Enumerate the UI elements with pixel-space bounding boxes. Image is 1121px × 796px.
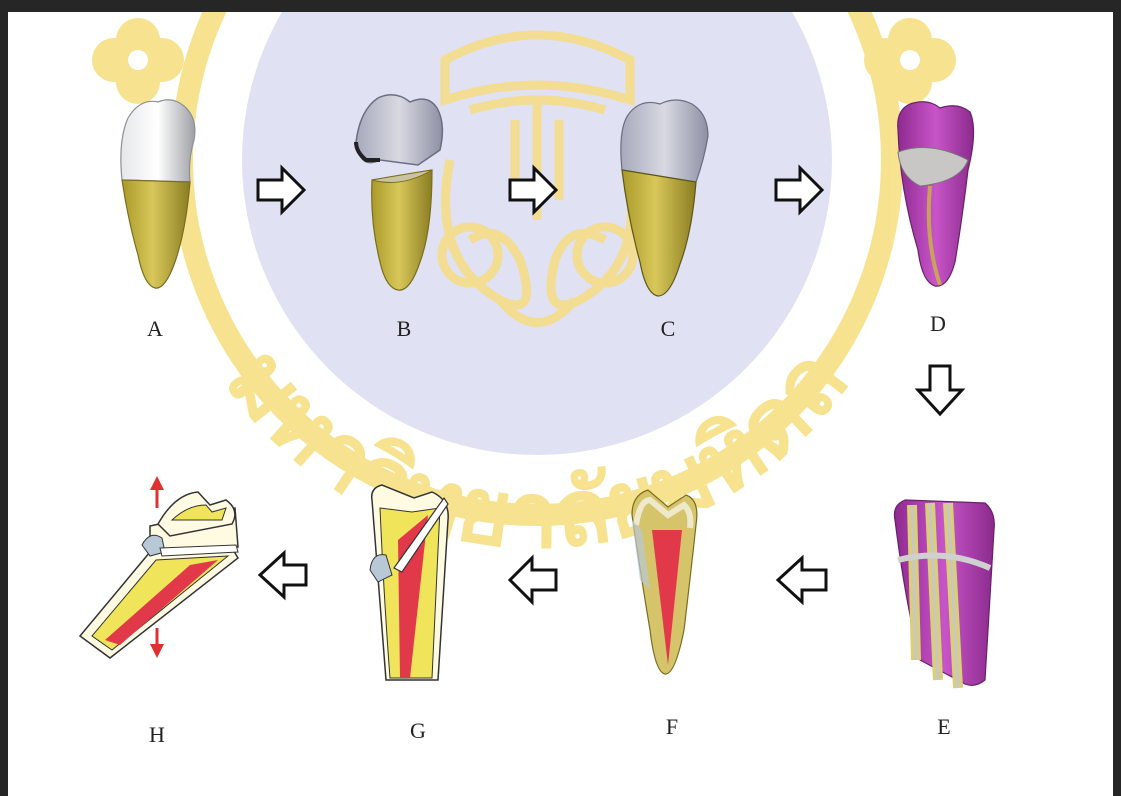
figure-canvas: มหาวิทยาลัยมหิดล (0, 0, 1121, 796)
figure-frame (0, 0, 1121, 796)
